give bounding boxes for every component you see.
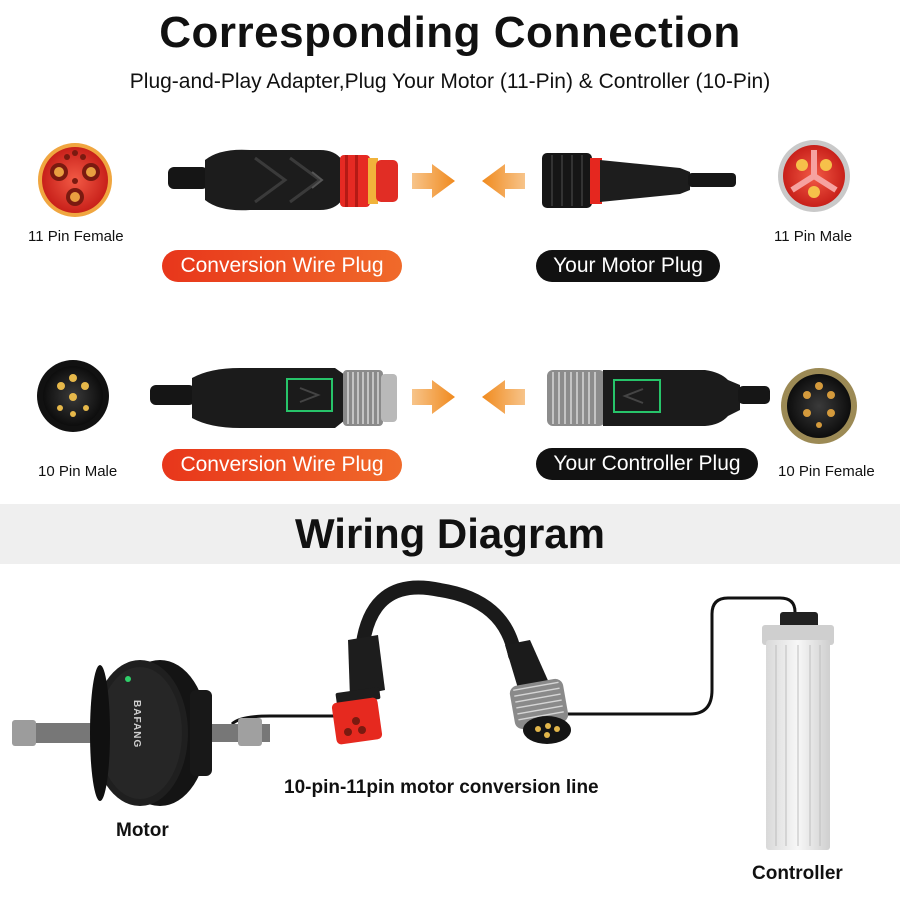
- conversion-wire-plug-10pin-image: [150, 368, 397, 428]
- motor-plug-label: Your Motor Plug: [536, 250, 720, 282]
- adapter-cable: [355, 580, 522, 662]
- controller-label: Controller: [752, 863, 843, 884]
- controller-cable: [568, 596, 797, 716]
- conversion-line-label: 10-pin-11pin motor conversion line: [284, 777, 599, 798]
- page-title: Corresponding Connection: [159, 8, 741, 57]
- 11-pin-female-label: 11 Pin Female: [28, 228, 124, 245]
- motor-label: Motor: [116, 820, 169, 841]
- controller-plug-10pin-image: [547, 370, 770, 426]
- wiring-diagram-title: Wiring Diagram: [295, 510, 605, 557]
- motor-plug-11pin-image: [542, 153, 736, 208]
- controller-box-image: [762, 612, 834, 850]
- conversion-wire-plug-label: Conversion Wire Plug: [162, 449, 402, 481]
- 10-pin-female-label: 10 Pin Female: [778, 463, 875, 480]
- motor-brand-text: BAFANG: [131, 700, 142, 749]
- wiring-section-band: [0, 504, 900, 564]
- conversion-wire-plug-11pin-image: [168, 149, 398, 211]
- adapter-red-connector-image: [331, 635, 385, 745]
- arrow-right-icon: [412, 164, 455, 198]
- 10-pin-male-label: 10 Pin Male: [38, 463, 118, 480]
- arrow-left-icon: [482, 380, 525, 414]
- conversion-wire-plug-label: Conversion Wire Plug: [162, 250, 402, 282]
- adapter-black-connector-image: [505, 640, 571, 744]
- 11-pin-male-face-icon: [778, 140, 850, 212]
- 11-pin-female-face-icon: [38, 143, 112, 217]
- hub-motor-image: [12, 660, 270, 806]
- arrow-right-icon: [412, 380, 455, 414]
- motor-cable: [230, 714, 350, 726]
- controller-plug-label: Your Controller Plug: [536, 448, 758, 480]
- 11-pin-male-label: 11 Pin Male: [774, 228, 853, 245]
- page-subtitle: Plug-and-Play Adapter,Plug Your Motor (1…: [129, 70, 771, 93]
- arrow-left-icon: [482, 164, 525, 198]
- 10-pin-female-face-icon: [781, 368, 857, 444]
- 10-pin-male-face-icon: [37, 360, 109, 432]
